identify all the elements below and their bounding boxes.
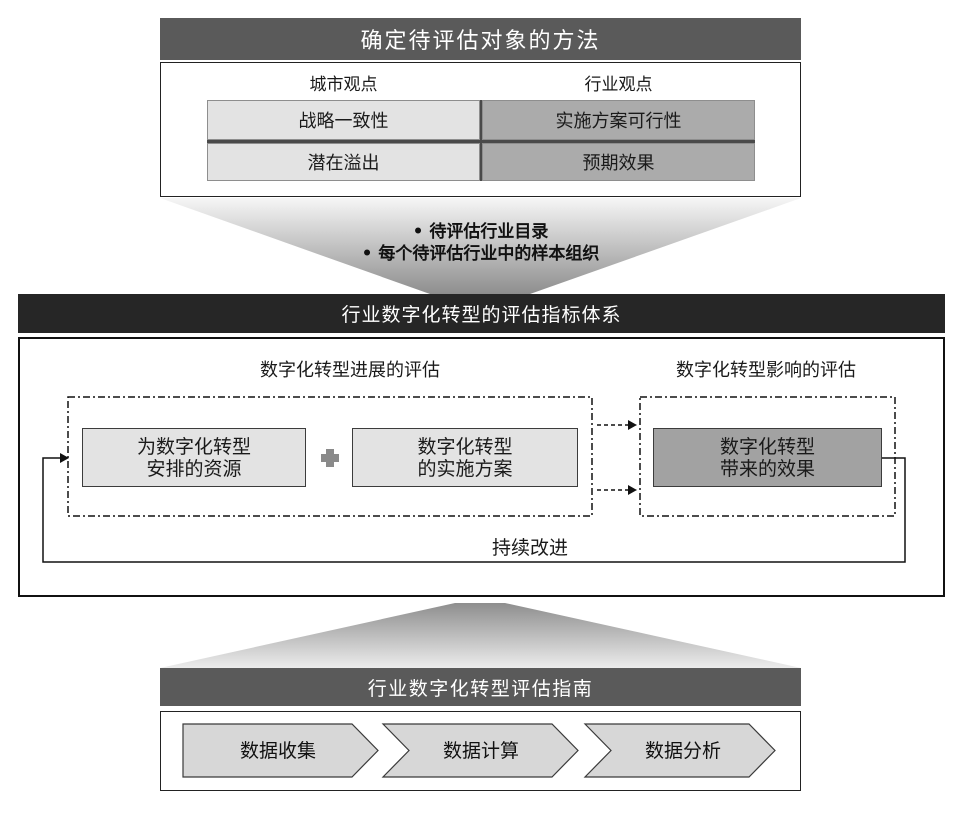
plus-icon [321, 449, 339, 467]
transformation-effect-box-line-2: 带来的效果 [719, 457, 815, 480]
selection-matrix: 战略一致性 实施方案可行性 潜在溢出 预期效果 [207, 100, 755, 181]
implementation-plan-box: 数字化转型 的实施方案 [352, 428, 578, 487]
transformation-effect-box: 数字化转型 带来的效果 [653, 428, 882, 487]
resources-box-line-2: 安排的资源 [146, 457, 242, 480]
selection-panel: 城市观点 行业观点 战略一致性 实施方案可行性 潜在溢出 预期效果 [160, 62, 801, 197]
funnel-down-connector [160, 198, 801, 294]
guide-steps: 数据收集 数据计算 数据分析 [182, 723, 776, 778]
cell-plan-feasibility: 实施方案可行性 [482, 100, 755, 140]
guide-title-bar: 行业数字化转型评估指南 [160, 668, 801, 706]
step-data-analysis-label: 数据分析 [645, 740, 721, 762]
impact-group-frame [639, 396, 896, 517]
step-data-calculation-shape [381, 723, 579, 778]
progress-to-impact-arrow-lower [597, 485, 637, 495]
plus-icon-vertical-bar [326, 449, 334, 467]
guide-title: 行业数字化转型评估指南 [367, 677, 594, 700]
step-data-calculation-label: 数据计算 [443, 740, 519, 762]
loop-arrow-head [60, 453, 69, 463]
resources-box-line-1: 为数字化转型 [136, 435, 251, 458]
transformation-effect-box-line-1: 数字化转型 [719, 435, 815, 458]
progress-group-frame [67, 396, 593, 517]
framework-panel: 数字化转型进展的评估 数字化转型影响的评估 为数字化转型 安排的资源 数字化转型… [18, 337, 945, 597]
impact-evaluation-heading: 数字化转型影响的评估 [676, 360, 856, 381]
cell-strategic-alignment: 战略一致性 [207, 100, 480, 140]
progress-evaluation-heading: 数字化转型进展的评估 [260, 360, 440, 381]
column-header-city: 城市观点 [309, 75, 378, 95]
output-bullet-sample-organizations: • 每个待评估行业中的样本组织 [361, 244, 600, 264]
selection-title: 确定待评估对象的方法 [360, 29, 601, 54]
continuous-improvement-loop [42, 453, 906, 563]
arrow-head [628, 485, 637, 495]
funnel-up-connector [160, 603, 801, 668]
resources-box: 为数字化转型 安排的资源 [82, 428, 306, 487]
output-bullet-industry-list: • 待评估行业目录 [412, 222, 549, 242]
step-data-collection-label: 数据收集 [240, 740, 316, 762]
implementation-plan-box-line-2: 的实施方案 [417, 457, 513, 480]
loop-line [42, 457, 906, 563]
step-data-analysis-shape [583, 723, 776, 778]
column-header-industry: 行业观点 [584, 75, 653, 95]
cell-expected-effect: 预期效果 [482, 143, 755, 181]
continuous-improvement-label: 持续改进 [491, 537, 568, 559]
selection-outputs: • 待评估行业目录 • 每个待评估行业中的样本组织 [160, 221, 801, 265]
step-data-collection-shape [182, 723, 379, 778]
framework-title-bar: 行业数字化转型的评估指标体系 [18, 294, 945, 333]
arrow-head [628, 420, 637, 430]
framework-title: 行业数字化转型的评估指标体系 [341, 304, 622, 326]
implementation-plan-box-line-1: 数字化转型 [417, 435, 513, 458]
progress-to-impact-arrow-upper [597, 420, 637, 430]
guide-steps-panel [160, 711, 801, 791]
cell-potential-spillover: 潜在溢出 [207, 143, 480, 181]
selection-title-bar: 确定待评估对象的方法 [160, 18, 801, 60]
matrix-column-divider [480, 100, 482, 181]
